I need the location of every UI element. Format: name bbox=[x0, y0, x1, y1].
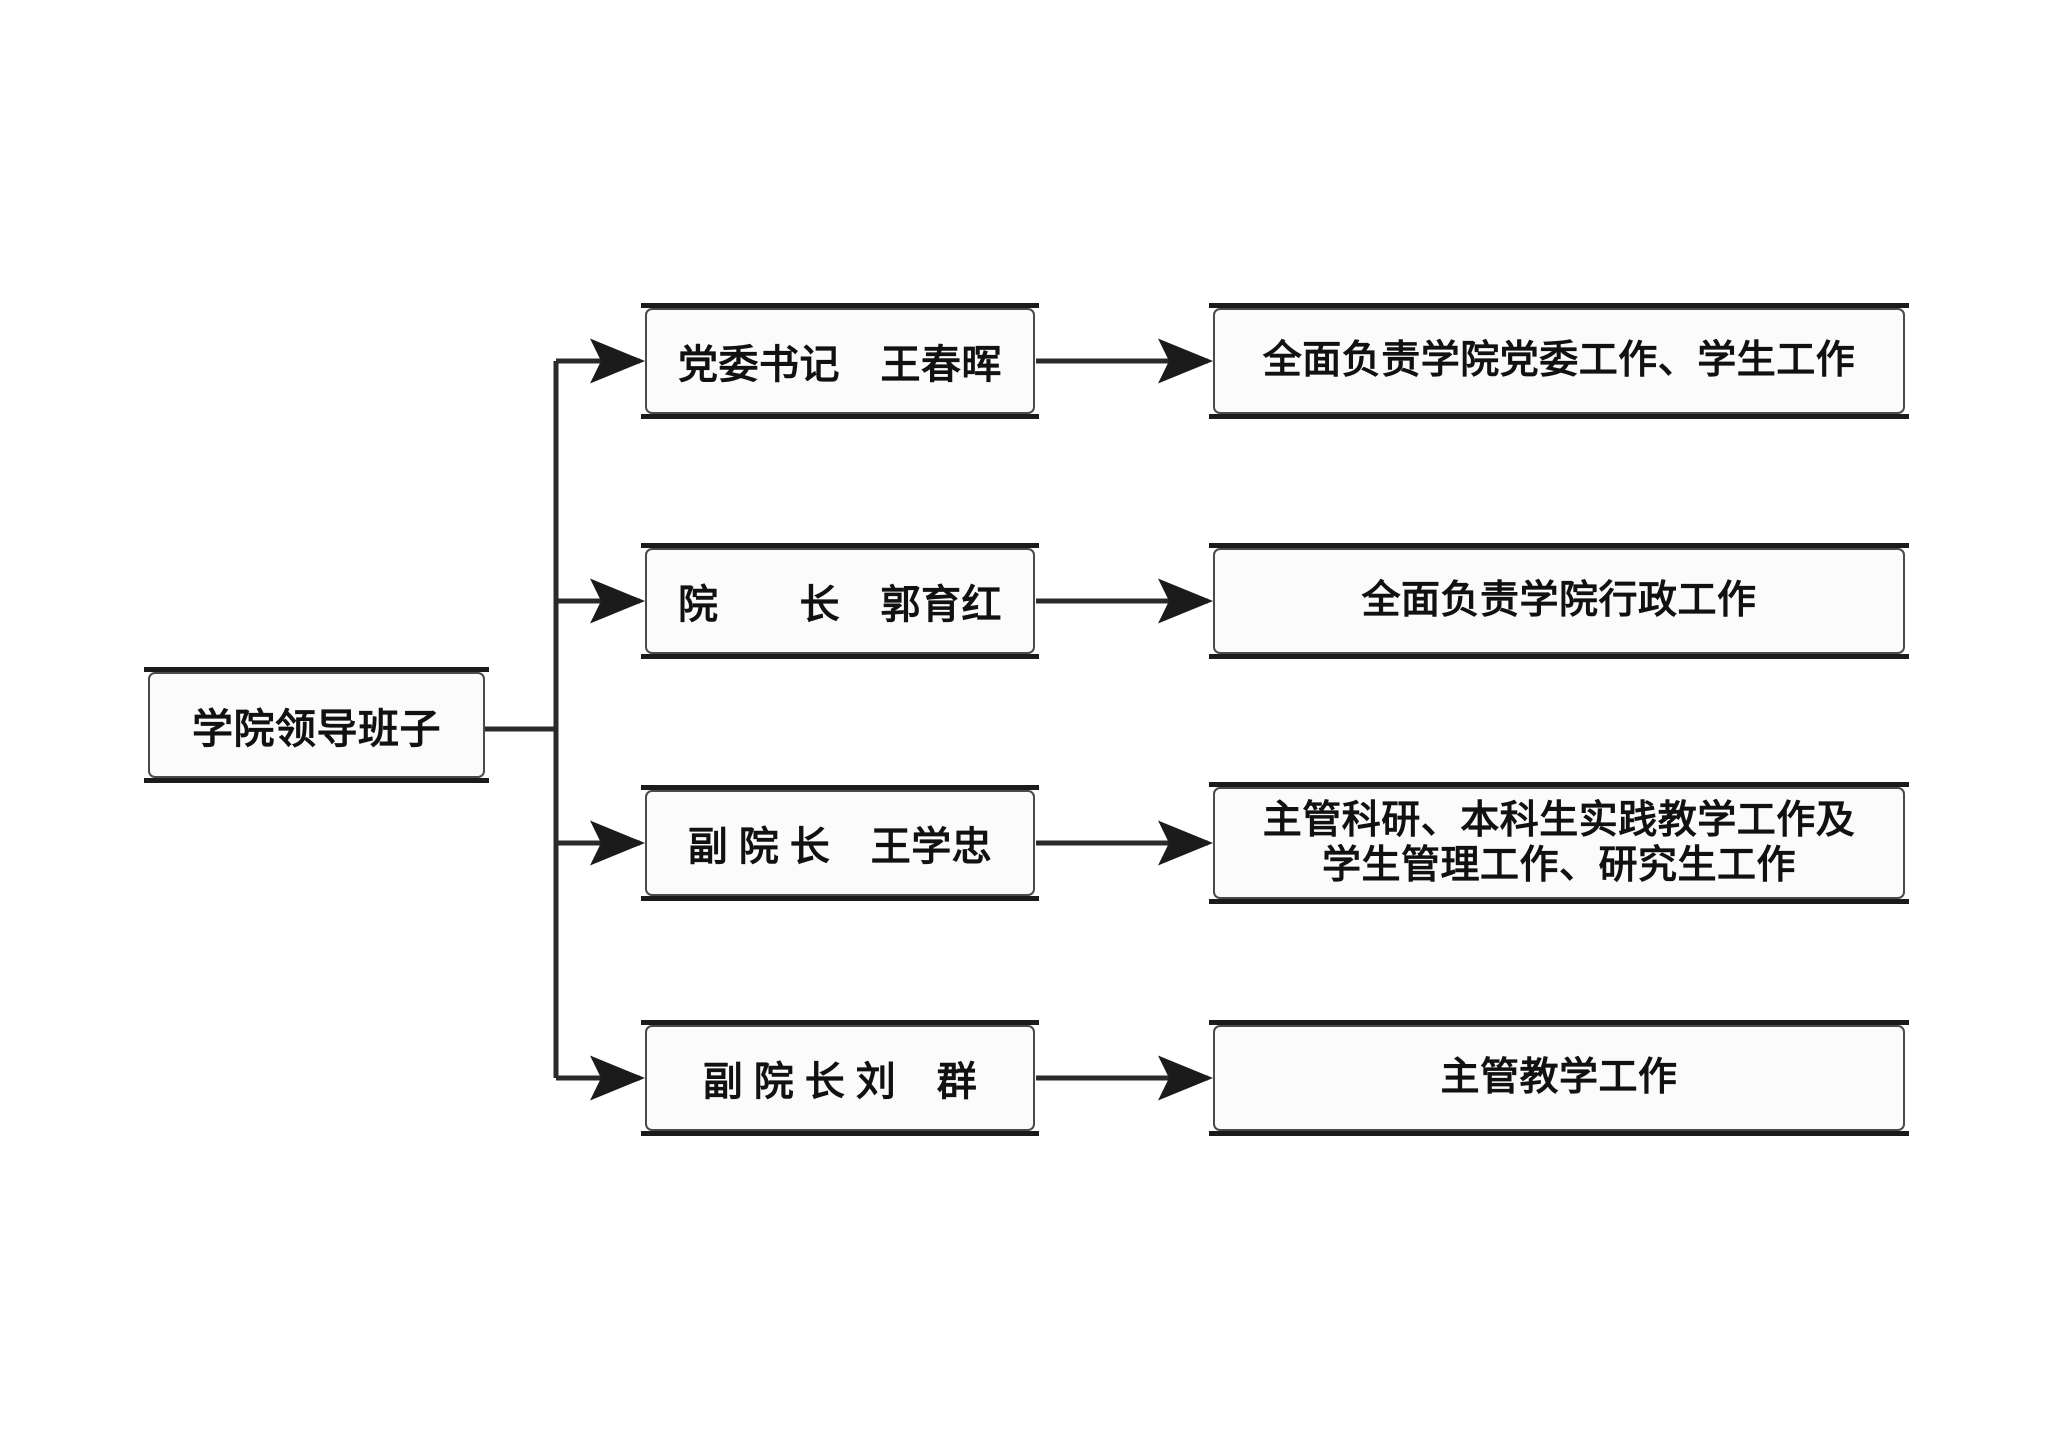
node-duty-vice-dean-liu[interactable]: 主管教学工作 bbox=[1209, 1020, 1909, 1136]
node-leadership-team-label: 学院领导班子 bbox=[192, 706, 441, 752]
node-duty-dean[interactable]: 全面负责学院行政工作 bbox=[1209, 543, 1909, 659]
node-duty-2-lines: 全面负责学院行政工作 bbox=[1361, 578, 1756, 623]
node-person-vice-dean-wang[interactable]: 副 院 长 王学忠 bbox=[641, 785, 1039, 901]
node-duty-3-line-2: 学生管理工作、研究生工作 bbox=[1321, 844, 1796, 887]
node-person-4-label: 副 院 长 刘 群 bbox=[702, 1059, 978, 1104]
node-duty-vice-dean-wang[interactable]: 主管科研、本科生实践教学工作及 学生管理工作、研究生工作 bbox=[1209, 782, 1909, 904]
node-duty-3-lines: 主管科研、本科生实践教学工作及 学生管理工作、研究生工作 bbox=[1263, 798, 1856, 888]
node-person-dean[interactable]: 院 长 郭育红 bbox=[641, 543, 1039, 659]
node-duty-1-line-1: 全面负责学院党委工作、学生工作 bbox=[1262, 339, 1856, 383]
node-duty-2-line-1: 全面负责学院行政工作 bbox=[1361, 579, 1757, 623]
node-person-1-label: 党委书记 王春晖 bbox=[678, 342, 1002, 387]
node-duty-4-lines: 主管教学工作 bbox=[1440, 1055, 1677, 1100]
node-duty-4-line-1: 主管教学工作 bbox=[1440, 1056, 1678, 1100]
node-person-2-label: 院 长 郭育红 bbox=[678, 582, 1002, 627]
node-duty-party-secretary[interactable]: 全面负责学院党委工作、学生工作 bbox=[1209, 303, 1909, 419]
node-duty-3-line-1: 主管科研、本科生实践教学工作及 bbox=[1262, 798, 1856, 842]
node-person-vice-dean-liu[interactable]: 副 院 长 刘 群 bbox=[641, 1020, 1039, 1136]
node-leadership-team[interactable]: 学院领导班子 bbox=[144, 667, 489, 783]
node-duty-1-lines: 全面负责学院党委工作、学生工作 bbox=[1263, 338, 1856, 383]
node-person-3-label: 副 院 长 王学忠 bbox=[687, 824, 993, 869]
node-person-party-secretary[interactable]: 党委书记 王春晖 bbox=[641, 303, 1039, 419]
